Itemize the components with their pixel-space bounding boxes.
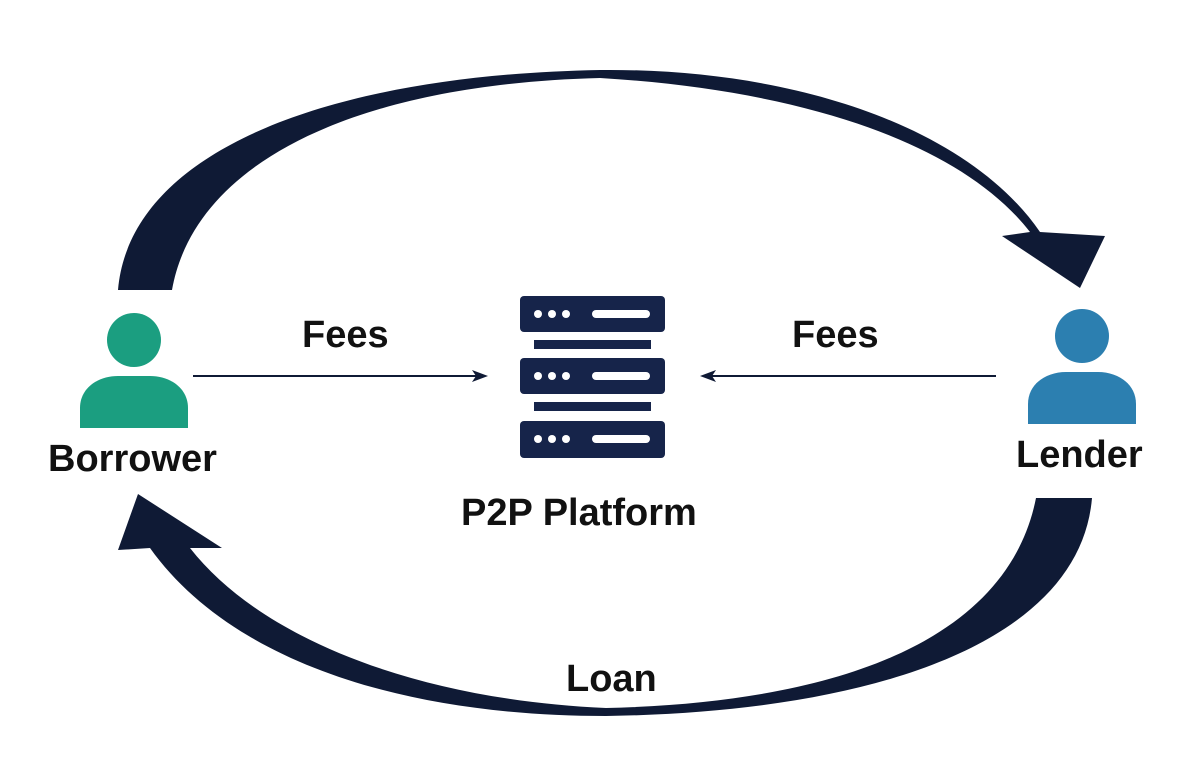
- fees-label-right: Fees: [792, 314, 879, 356]
- lender-person-icon: [1028, 309, 1136, 424]
- server-stack-icon: [520, 296, 665, 458]
- fees-arrow-right: [700, 370, 996, 382]
- fees-arrow-left: [193, 370, 488, 382]
- loan-label: Loan: [566, 658, 657, 700]
- platform-label: P2P Platform: [461, 492, 697, 534]
- fees-label-left: Fees: [302, 314, 389, 356]
- borrower-label: Borrower: [48, 438, 217, 480]
- lender-label: Lender: [1016, 434, 1143, 476]
- top-curved-arrow: [118, 69, 1105, 290]
- borrower-person-icon: [80, 313, 188, 428]
- top-arc: [118, 69, 1105, 290]
